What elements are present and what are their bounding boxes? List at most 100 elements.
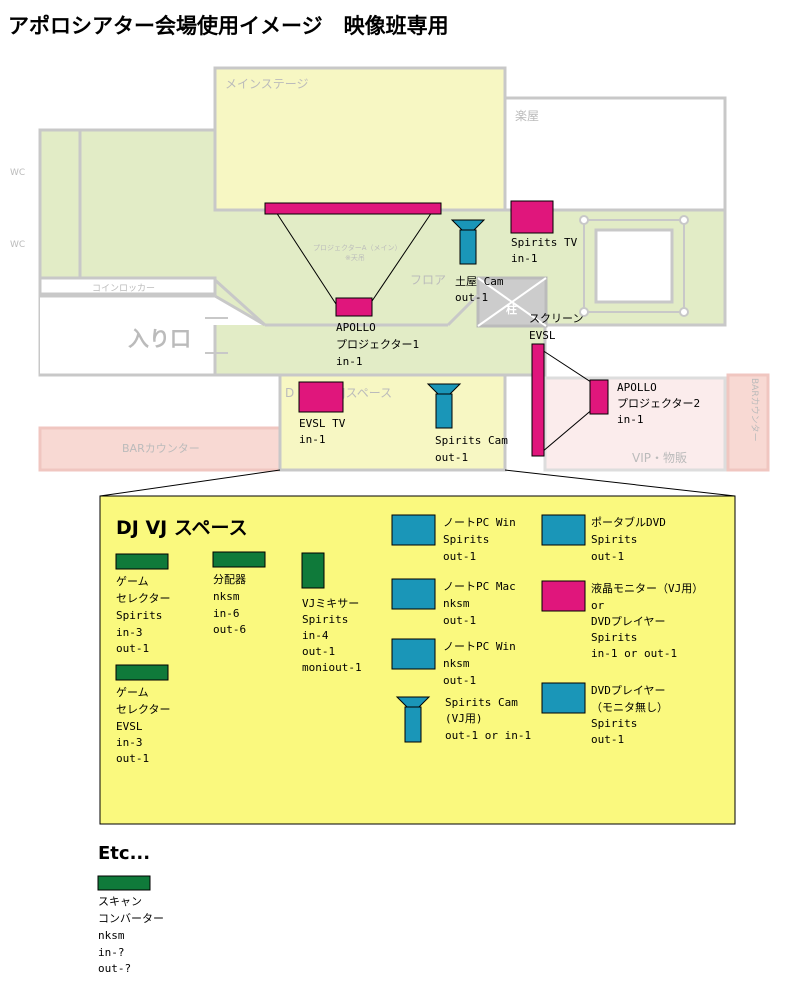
svg-text:out-1: out-1 xyxy=(443,550,476,563)
entrance-area xyxy=(40,296,265,375)
apollo-projector-1-icon xyxy=(335,297,373,317)
zoom-line-right xyxy=(504,469,736,497)
dj-space-label-left: D xyxy=(285,386,294,400)
spirits-cam-vj-icon xyxy=(395,696,431,743)
lcd-monitor-icon xyxy=(541,580,586,612)
svg-text:分配器: 分配器 xyxy=(213,573,246,586)
apollo-projector-1: APOLLO プロジェクター1 in-1 xyxy=(336,321,419,368)
svg-text:in-1: in-1 xyxy=(336,355,363,368)
game-selector-spirits-icon xyxy=(115,553,169,570)
svg-text:Spirits: Spirits xyxy=(591,717,637,730)
svg-text:（モニタ無し）: （モニタ無し） xyxy=(591,700,668,714)
projector-main-frame xyxy=(264,202,442,317)
svg-text:EVSL: EVSL xyxy=(116,720,143,733)
portable-dvd: ポータブルDVD Spirits out-1 xyxy=(591,515,666,563)
svg-text:ゲーム: ゲーム xyxy=(116,575,149,588)
svg-text:土屋 Cam: 土屋 Cam xyxy=(455,275,504,288)
main-stage-area xyxy=(213,66,507,212)
bar-counter-right-label: BARカウンター xyxy=(749,378,760,442)
svg-text:APOLLO: APOLLO xyxy=(336,321,376,334)
main-stage-label: メインステージ xyxy=(225,77,309,91)
svg-text:in-1 or out-1: in-1 or out-1 xyxy=(591,647,677,660)
svg-text:in-1: in-1 xyxy=(511,252,538,265)
svg-text:in-4: in-4 xyxy=(302,629,329,642)
vj-mixer-icon xyxy=(301,552,325,589)
svg-text:out-1: out-1 xyxy=(443,614,476,627)
svg-text:ゲーム: ゲーム xyxy=(116,686,149,699)
svg-text:in-6: in-6 xyxy=(213,607,240,620)
dj-space-label-right: Jスペース xyxy=(341,386,392,400)
svg-text:out-?: out-? xyxy=(98,962,131,975)
etc-title: Etc... xyxy=(98,843,150,864)
note-pc-win-nksm-icon xyxy=(391,638,436,670)
svg-text:Spirits Cam: Spirits Cam xyxy=(435,434,508,447)
wc-label-1: WC xyxy=(10,168,25,178)
svg-text:ノートPC Win: ノートPC Win xyxy=(443,516,516,529)
spirits-tv-icon xyxy=(510,200,554,234)
dvd-player: DVDプレイヤー （モニタ無し） Spirits out-1 xyxy=(591,684,668,746)
coin-locker-label: コインロッカー xyxy=(92,283,155,294)
vj-mixer: VJミキサー Spirits in-4 out-1 moniout-1 xyxy=(302,597,362,674)
floor-plan xyxy=(38,66,770,472)
svg-text:プロジェクター2: プロジェクター2 xyxy=(617,397,700,410)
svg-text:Spirits: Spirits xyxy=(591,631,637,644)
svg-text:in-3: in-3 xyxy=(116,626,143,639)
game-selector-spirits: ゲーム セレクター Spirits in-3 out-1 xyxy=(116,575,171,655)
bar-counter-label: BARカウンター xyxy=(122,442,200,455)
svg-text:VJミキサー: VJミキサー xyxy=(302,597,359,610)
wc-area xyxy=(38,128,82,282)
spirits-tv: Spirits TV in-1 xyxy=(511,236,578,265)
svg-text:out-1: out-1 xyxy=(116,642,149,655)
pillar-label: 柱 xyxy=(506,302,517,316)
spirits-cam: Spirits Cam out-1 xyxy=(435,434,508,464)
svg-text:(VJ用): (VJ用) xyxy=(445,712,483,725)
svg-text:in-3: in-3 xyxy=(116,736,143,749)
svg-text:ポータブルDVD: ポータブルDVD xyxy=(591,515,666,529)
svg-text:out-1: out-1 xyxy=(591,550,624,563)
note-pc-win-spirits-icon xyxy=(391,514,436,546)
dj-vj-title: DJ VJ スペース xyxy=(116,517,248,539)
svg-text:セレクター: セレクター xyxy=(116,703,171,716)
spirits-cam-icon xyxy=(426,383,462,429)
svg-text:Spirits: Spirits xyxy=(116,609,162,622)
svg-text:Spirits: Spirits xyxy=(302,613,348,626)
dvd-player-icon xyxy=(541,682,586,714)
screen-evsl-frame xyxy=(531,343,609,457)
svg-text:液晶モニター（VJ用）: 液晶モニター（VJ用） xyxy=(591,581,703,595)
splitter-icon xyxy=(212,551,266,568)
note-pc-mac: ノートPC Mac nksm out-1 xyxy=(443,580,516,627)
note-pc-mac-icon xyxy=(391,578,436,610)
svg-text:DVDプレイヤー: DVDプレイヤー xyxy=(591,684,666,697)
svg-text:ノートPC Win: ノートPC Win xyxy=(443,640,516,653)
page-title: アポロシアター会場使用イメージ 映像班専用 xyxy=(8,14,449,38)
screen-evsl: スクリーン EVSL xyxy=(529,312,583,342)
wc-label-2: WC xyxy=(10,240,25,250)
svg-text:in-1: in-1 xyxy=(617,413,644,426)
floor-label: フロア xyxy=(410,273,446,287)
svg-text:out-1: out-1 xyxy=(302,645,335,658)
riser-inner xyxy=(594,228,674,304)
svg-text:nksm: nksm xyxy=(443,597,470,610)
projector-main-note-1: プロジェクターA（メイン） xyxy=(313,243,402,252)
coin-locker-area xyxy=(38,276,217,296)
svg-text:out-1: out-1 xyxy=(443,674,476,687)
svg-text:EVSL: EVSL xyxy=(529,329,556,342)
svg-text:Spirits TV: Spirits TV xyxy=(511,236,578,249)
svg-text:out-1: out-1 xyxy=(435,451,468,464)
gakuya-area xyxy=(503,96,727,212)
svg-text:moniout-1: moniout-1 xyxy=(302,661,362,674)
evsl-tv-icon xyxy=(298,381,344,413)
bar-counter-area xyxy=(38,426,282,472)
svg-text:out-6: out-6 xyxy=(213,623,246,636)
svg-text:nksm: nksm xyxy=(213,590,240,603)
svg-text:in-?: in-? xyxy=(98,946,125,959)
svg-text:out-1 or in-1: out-1 or in-1 xyxy=(445,729,531,742)
svg-text:or: or xyxy=(591,599,605,612)
svg-text:nksm: nksm xyxy=(443,657,470,670)
scan-converter: スキャン コンバーター nksm in-? out-? xyxy=(98,895,164,975)
svg-text:out-1: out-1 xyxy=(455,291,488,304)
svg-text:スクリーン: スクリーン xyxy=(529,312,583,325)
svg-text:in-1: in-1 xyxy=(299,433,326,446)
svg-text:nksm: nksm xyxy=(98,929,125,942)
note-pc-win-spirits: ノートPC Win Spirits out-1 xyxy=(443,516,516,563)
